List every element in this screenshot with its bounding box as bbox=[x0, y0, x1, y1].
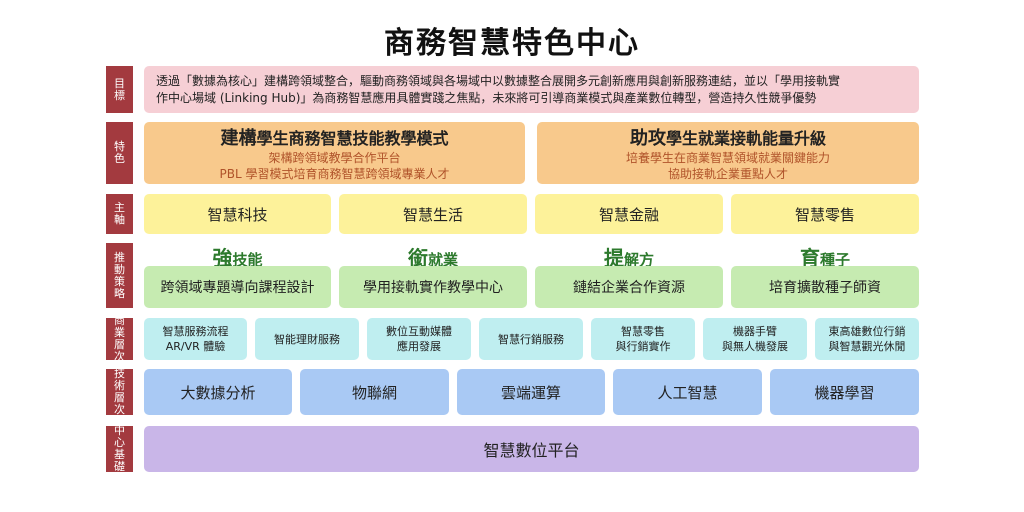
feature-line: PBL 學習模式培育商務智慧跨領域專業人才 bbox=[219, 167, 450, 181]
goal-line-2: 作中心場域 (Linking Hub)」為商務智慧應用具體實踐之焦點，未來將可引… bbox=[156, 90, 817, 105]
axis-box: 智慧金融 bbox=[535, 194, 723, 234]
feature-line: 架構跨領域教學合作平台 bbox=[268, 151, 401, 165]
row-label-business: 商業層次 bbox=[106, 315, 133, 363]
row-label-goal: 目標 bbox=[106, 66, 133, 113]
strategy-box: 跨領域專題導向課程設計 bbox=[144, 266, 331, 308]
axis-box: 智慧生活 bbox=[339, 194, 527, 234]
feature-box-2: 助攻學生就業接軌能量升級 培養學生在商業智慧領域就業關鍵能力 協助接軌企業重點人… bbox=[537, 122, 919, 184]
tech-box: 物聯網 bbox=[300, 369, 449, 415]
business-box: 智慧零售與行銷實作 bbox=[591, 318, 695, 360]
center-platform-box: 智慧數位平台 bbox=[144, 426, 919, 472]
business-box: 數位互動媒體應用發展 bbox=[367, 318, 471, 360]
strategy-heading: 育種子 bbox=[799, 246, 850, 270]
row-label-strategy: 推動策略 bbox=[106, 243, 133, 308]
strategy-heading: 強技能 bbox=[212, 246, 263, 270]
business-box: 智能理財服務 bbox=[255, 318, 359, 360]
goal-line-1: 透過「數據為核心」建構跨領域整合，驅動商務領域與各場域中以數據整合展開多元創新應… bbox=[156, 73, 841, 88]
row-label-feature: 特色 bbox=[106, 122, 133, 184]
feature-box-1: 建構學生商務智慧技能教學模式 架構跨領域教學合作平台 PBL 學習模式培育商務智… bbox=[144, 122, 525, 184]
row-label-tech: 技術層次 bbox=[106, 368, 133, 416]
strategy-heading: 提解方 bbox=[603, 246, 654, 270]
tech-box: 雲端運算 bbox=[457, 369, 605, 415]
feature-line: 培養學生在商業智慧領域就業關鍵能力 bbox=[625, 151, 830, 165]
axis-box: 智慧零售 bbox=[731, 194, 919, 234]
row-label-center: 中心基礎 bbox=[106, 425, 133, 473]
axis-box: 智慧科技 bbox=[144, 194, 331, 234]
feature-heading: 建構學生商務智慧技能教學模式 bbox=[220, 128, 449, 149]
tech-box: 機器學習 bbox=[770, 369, 919, 415]
goal-box: 透過「數據為核心」建構跨領域整合，驅動商務領域與各場域中以數據整合展開多元創新應… bbox=[144, 66, 919, 113]
business-box: 智慧行銷服務 bbox=[479, 318, 583, 360]
strategy-box: 培育擴散種子師資 bbox=[731, 266, 919, 308]
page-title: 商務智慧特色中心 bbox=[384, 26, 640, 61]
tech-box: 大數據分析 bbox=[144, 369, 292, 415]
feature-heading: 助攻學生就業接軌能量升級 bbox=[629, 128, 826, 149]
strategy-box: 學用接軌實作教學中心 bbox=[339, 266, 527, 308]
feature-line: 協助接軌企業重點人才 bbox=[667, 167, 788, 181]
business-box: 東高雄數位行銷與智慧觀光休閒 bbox=[815, 318, 919, 360]
row-label-axis: 主軸 bbox=[106, 194, 133, 234]
strategy-box: 鏈結企業合作資源 bbox=[535, 266, 723, 308]
business-box: 機器手臂與無人機發展 bbox=[703, 318, 807, 360]
tech-box: 人工智慧 bbox=[613, 369, 762, 415]
strategy-heading: 銜就業 bbox=[407, 246, 458, 270]
